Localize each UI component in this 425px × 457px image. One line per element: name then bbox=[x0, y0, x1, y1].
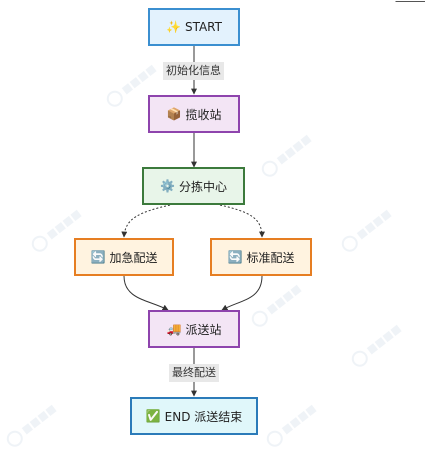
check-mark-icon: ✅ bbox=[145, 409, 161, 423]
node-sorting-center[interactable]: ⚙️ 分拣中心 bbox=[142, 167, 245, 205]
sparkles-icon: ✨ bbox=[166, 20, 181, 34]
node-standard-label: 标准配送 bbox=[246, 250, 295, 265]
node-start-label: START bbox=[184, 20, 222, 34]
gear-icon: ⚙️ bbox=[160, 179, 175, 193]
edge-label-final: 最终配送 bbox=[169, 364, 219, 382]
node-urgent-delivery[interactable]: 🔄 加急配送 bbox=[74, 238, 174, 276]
node-standard-delivery[interactable]: 🔄 标准配送 bbox=[210, 238, 312, 276]
edge-sort-to-standard bbox=[219, 204, 265, 238]
node-start[interactable]: ✨ START bbox=[148, 8, 240, 46]
node-delivery-station[interactable]: 🚚 派送站 bbox=[148, 310, 240, 348]
node-pickup-label: 揽收站 bbox=[185, 107, 222, 122]
edge-standard-to-delivery bbox=[221, 275, 263, 311]
top-border-line bbox=[0, 1, 425, 2]
refresh-icon: 🔄 bbox=[90, 250, 106, 264]
node-urgent-label: 加急配送 bbox=[109, 250, 158, 265]
node-end[interactable]: ✅ END 派送结束 bbox=[130, 397, 258, 435]
edge-urgent-to-delivery bbox=[123, 275, 169, 311]
refresh-icon: 🔄 bbox=[227, 250, 243, 264]
node-end-label: END 派送结束 bbox=[164, 409, 243, 424]
edge-sort-to-urgent bbox=[121, 204, 171, 238]
node-delivery-label: 派送站 bbox=[185, 322, 222, 337]
node-sort-label: 分拣中心 bbox=[178, 179, 227, 194]
edge-label-init: 初始化信息 bbox=[163, 62, 224, 80]
package-icon: 📦 bbox=[166, 107, 182, 121]
truck-icon: 🚚 bbox=[166, 322, 182, 336]
node-pickup-station[interactable]: 📦 揽收站 bbox=[148, 95, 240, 133]
